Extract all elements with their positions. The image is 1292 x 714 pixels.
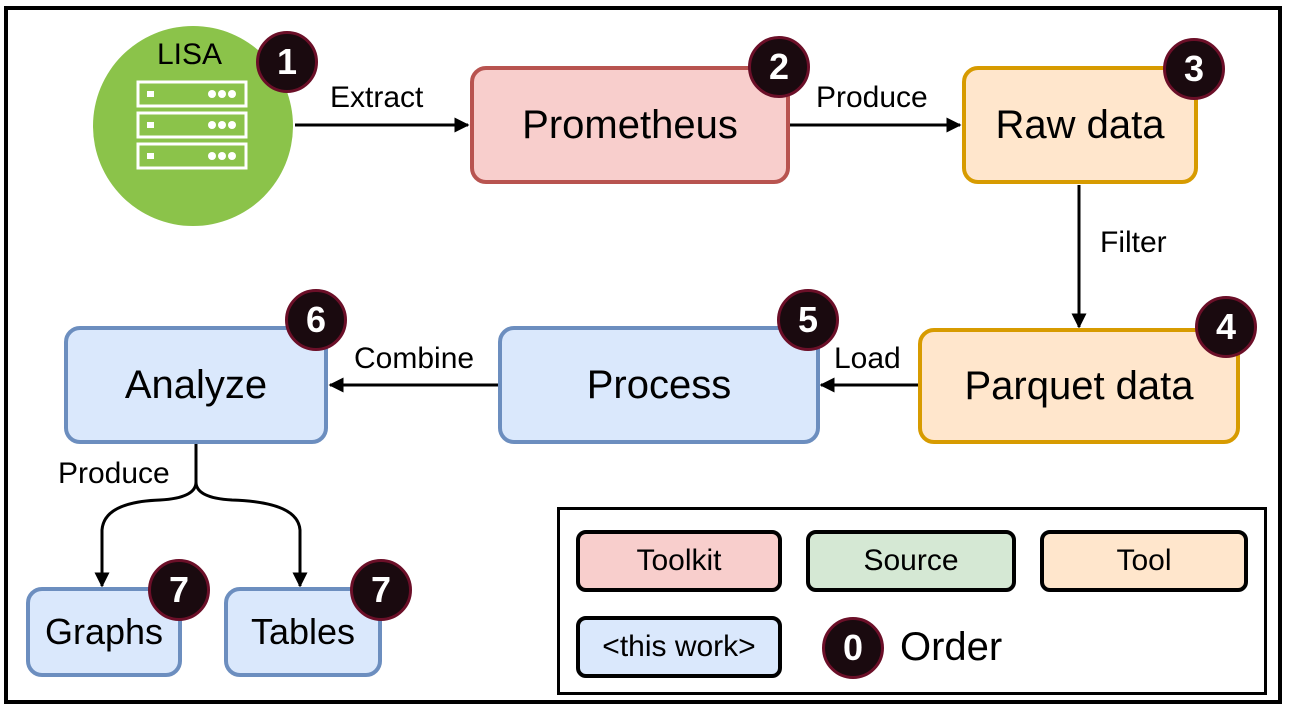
order-badge-parquet-data: 4 — [1195, 296, 1257, 358]
legend-source: Source — [806, 530, 1016, 592]
legend-this-work: <this work> — [576, 616, 782, 678]
lisa-label: LISA — [157, 38, 223, 71]
order-badge-tables: 7 — [350, 559, 412, 621]
node-raw-data: Raw data — [962, 66, 1198, 184]
node-process: Process — [498, 326, 820, 444]
node-parquet-data: Parquet data — [918, 328, 1240, 444]
edge-label-filter: Filter — [1100, 226, 1167, 259]
edge-label-load: Load — [834, 342, 901, 375]
order-badge-raw-data: 3 — [1163, 38, 1225, 100]
legend-toolkit: Toolkit — [576, 530, 782, 592]
server-rack-icon — [136, 80, 248, 170]
edge-produce-graphs — [94, 443, 198, 588]
legend-tool: Tool — [1040, 530, 1248, 592]
legend-order-badge: 0 — [822, 617, 884, 679]
edge-produce-tables — [194, 481, 308, 588]
order-badge-analyze: 6 — [285, 289, 347, 351]
edge-label-combine: Combine — [354, 342, 475, 375]
edge-label-extract: Extract — [330, 81, 424, 114]
edge-label-produce-outputs: Produce — [58, 457, 170, 490]
order-badge-graphs: 7 — [148, 559, 210, 621]
node-analyze: Analyze — [64, 326, 328, 444]
node-prometheus: Prometheus — [470, 66, 790, 184]
order-badge-lisa: 1 — [256, 31, 318, 93]
order-badge-process: 5 — [777, 289, 839, 351]
legend-order-label: Order — [900, 625, 1003, 669]
diagram-frame — [4, 6, 1282, 704]
order-badge-prometheus: 2 — [748, 36, 810, 98]
edge-label-produce-raw: Produce — [816, 81, 928, 114]
